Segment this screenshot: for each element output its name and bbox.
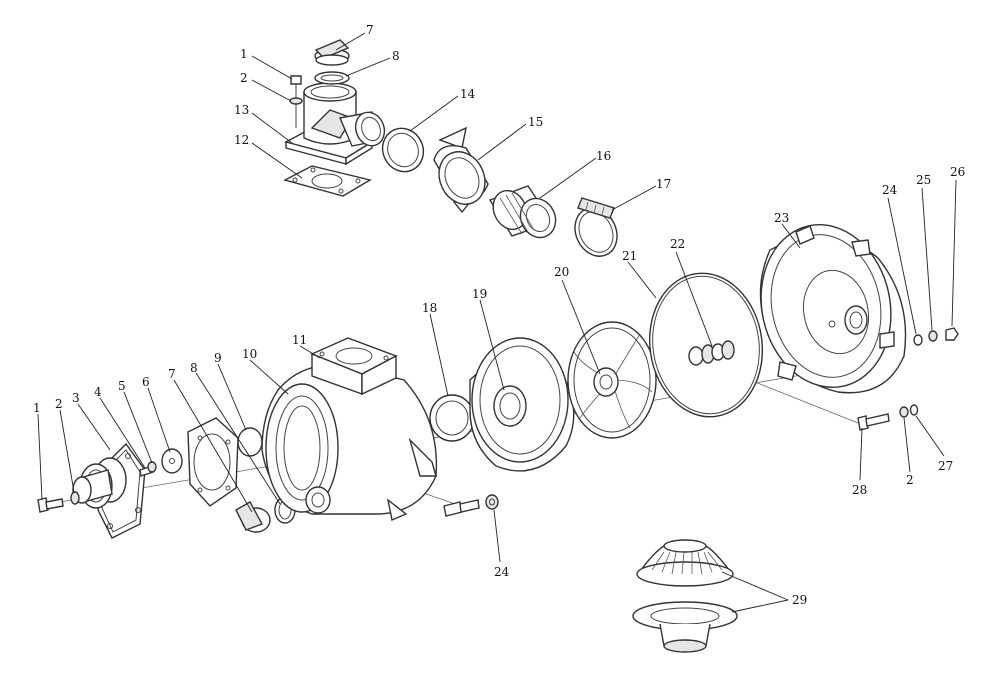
callout-18: 18	[422, 301, 437, 315]
bolt-1-lower	[37, 497, 64, 513]
callout-5: 5	[118, 379, 126, 393]
callout-26: 26	[950, 165, 965, 179]
callout-3: 3	[72, 391, 80, 405]
priming-cap-7-upper	[314, 39, 350, 66]
o-ring-8-upper	[314, 71, 350, 85]
washer-2-upper	[289, 97, 303, 105]
gasket-ring-14	[381, 127, 425, 173]
wear-ring-18	[429, 394, 475, 442]
callout-8-upper: 8	[392, 49, 400, 63]
callout-20: 20	[554, 265, 569, 279]
washer-27	[909, 404, 919, 416]
gasket-12	[283, 165, 372, 197]
suction-flange-3	[72, 442, 146, 539]
callout-1-upper: 1	[240, 47, 248, 61]
discharge-elbow-13	[284, 82, 386, 166]
callout-25: 25	[916, 173, 931, 187]
callout-29: 29	[792, 593, 807, 607]
mechanical-seal-22	[688, 340, 735, 366]
callout-7-lower: 7	[168, 367, 176, 381]
callout-8-lower: 8	[190, 361, 198, 375]
callout-6: 6	[142, 375, 150, 389]
strainer-29	[632, 539, 738, 653]
callout-15: 15	[528, 115, 543, 129]
callout-1-lower: 1	[33, 401, 41, 415]
bolt-1-upper	[290, 75, 302, 128]
impeller-20	[567, 321, 657, 439]
callout-24-lower: 24	[494, 565, 510, 579]
callout-23: 23	[774, 211, 789, 225]
washer-24-lower	[485, 494, 499, 510]
callout-10: 10	[242, 347, 257, 361]
callout-17: 17	[656, 177, 671, 191]
callout-12: 12	[234, 133, 249, 147]
callout-7-upper: 7	[366, 23, 374, 37]
hose-tail-16	[488, 185, 557, 239]
flapper-valve-7	[187, 417, 239, 507]
callout-2-right: 2	[906, 473, 914, 487]
callout-13: 13	[234, 103, 249, 117]
bolt-28	[857, 413, 890, 431]
engine-adapter-23	[759, 223, 907, 394]
washer-2-lower	[70, 491, 80, 505]
casing-bolt	[443, 499, 480, 517]
volute-19	[469, 337, 575, 472]
callout-21: 21	[622, 249, 637, 263]
callout-11: 11	[292, 333, 307, 347]
washer-2-right	[899, 406, 909, 418]
callout-4: 4	[94, 385, 102, 399]
leader-lines	[37, 32, 957, 613]
callout-2-lower: 2	[55, 397, 63, 411]
nut-26	[945, 327, 959, 341]
callout-labels: 1 2 13 12 7 8 14 15 16 17 23 24 25 26 22…	[33, 23, 965, 607]
callout-22: 22	[670, 237, 685, 251]
drain-cap-7-lower	[235, 501, 271, 533]
callout-9: 9	[214, 351, 222, 365]
coupling-15	[433, 126, 489, 214]
callout-19: 19	[472, 287, 487, 301]
callout-2-upper: 2	[240, 71, 248, 85]
spring-washer-25	[928, 330, 938, 342]
pump-casing-10	[261, 364, 438, 521]
callout-28: 28	[852, 483, 867, 497]
washer-24-upper	[913, 334, 923, 346]
valve-weight-6	[161, 448, 183, 474]
valve-disc-9	[237, 427, 263, 457]
callout-24-upper: 24	[882, 183, 898, 197]
hose-clamp-17	[574, 197, 618, 257]
callout-16: 16	[596, 149, 611, 163]
callout-14: 14	[460, 87, 476, 101]
callout-27: 27	[938, 459, 953, 473]
casing-flange-11	[310, 337, 398, 396]
washer-5	[147, 461, 157, 473]
